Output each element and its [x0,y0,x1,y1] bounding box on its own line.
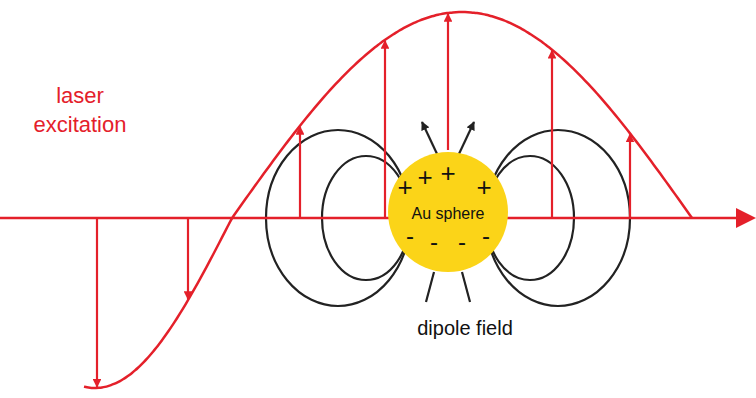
charge-sign: - [430,228,438,257]
field-vector [384,41,386,218]
field-vector [551,51,553,218]
charge-sign: + [476,172,491,203]
field-line [462,272,470,302]
charge-sign: - [458,228,466,257]
charge-sign: + [417,162,432,193]
field-vector [96,218,98,387]
gold-sphere [388,152,508,272]
field-vector [299,127,301,218]
field-arrow [422,122,438,156]
wave-label: laser excitation [14,82,146,139]
axis-arrowhead [736,208,756,228]
laser-wave [84,12,692,388]
charge-sign: + [397,172,412,203]
field-vector [629,134,631,218]
charge-sign: + [440,158,455,189]
field-vector [447,14,449,150]
field-label: dipole field [417,316,513,340]
field-vector [187,218,189,299]
field-line [426,272,434,302]
sphere-label: Au sphere [412,205,485,223]
charge-sign: - [482,222,490,251]
field-arrow [458,122,474,156]
charge-sign: - [406,222,414,251]
